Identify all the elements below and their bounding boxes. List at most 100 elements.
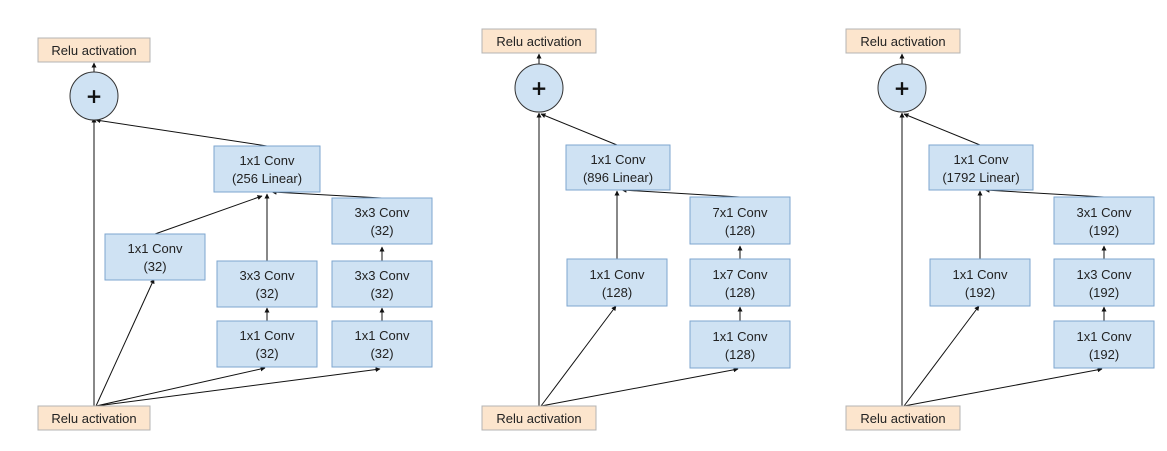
relu-box [845,405,961,431]
conv-box [565,144,671,191]
plus-symbol: + [86,84,103,108]
conv-box [331,197,433,245]
conv-label-line1: 1x1 Conv [128,241,183,256]
block-c-edges [899,53,1107,407]
relu-label: Relu activation [496,411,581,426]
relu-box [481,405,597,431]
relu-label: Relu activation [51,411,136,426]
relu-box [481,28,597,54]
conv-box [104,233,206,281]
conv-node-branch1: 1x1 Conv (192) [929,258,1031,307]
conv-node-branch2-top: 3x3 Conv (32) [216,260,318,308]
conv-label-line1: 1x1 Conv [590,267,645,282]
plus-symbol: + [894,76,911,100]
conv-label-line1: 3x1 Conv [1077,205,1132,220]
relu-activation-input: Relu activation [37,405,151,431]
edge [154,195,263,235]
relu-activation-output: Relu activation [481,28,597,54]
conv-label-line1: 1x1 Conv [953,267,1008,282]
edge [95,118,268,147]
conv-label-line2: (32) [370,286,393,301]
conv-node-branch3-top: 3x3 Conv (32) [331,197,433,245]
conv-box [216,320,318,368]
block-b: Relu activation + 1x1 Conv (896 Linear) … [481,28,791,431]
conv-label-line2: (192) [1089,285,1119,300]
relu-box [37,37,151,63]
sum-node: + [877,63,927,113]
conv-box [929,258,1031,307]
conv-label-line1: 1x1 Conv [713,329,768,344]
conv-label-line1: 1x1 Conv [954,152,1009,167]
edge [95,278,155,407]
relu-label: Relu activation [496,34,581,49]
edge [903,113,981,146]
conv-box [928,144,1034,191]
conv-node-branch2-bottom: 1x1 Conv (32) [216,320,318,368]
conv-box [566,258,668,307]
plus-circle [69,71,119,121]
sum-node: + [69,71,119,121]
edge [95,366,266,407]
conv-node-branch1: 1x1 Conv (128) [566,258,668,307]
conv-node-linear: 1x1 Conv (256 Linear) [213,145,321,193]
conv-label-line2: (1792 Linear) [942,170,1019,185]
relu-box [845,28,961,54]
conv-node-branch3-bottom: 1x1 Conv (32) [331,320,433,368]
conv-label-line1: 3x3 Conv [240,268,295,283]
conv-box [213,145,321,193]
edge [540,367,739,407]
edge [903,367,1103,407]
conv-label-line2: (192) [1089,347,1119,362]
conv-label-line2: (192) [965,285,995,300]
conv-label-line2: (32) [370,346,393,361]
conv-box [689,196,791,245]
conv-box [331,260,433,308]
conv-label-line2: (128) [725,223,755,238]
relu-activation-input: Relu activation [845,405,961,431]
plus-circle [877,63,927,113]
conv-label-line2: (128) [602,285,632,300]
conv-node-branch3-mid: 3x3 Conv (32) [331,260,433,308]
block-a: Relu activation + 1x1 Conv (256 Linear) … [37,37,433,431]
conv-box [1053,196,1155,245]
edge [621,187,741,198]
conv-label-line1: 3x3 Conv [355,205,410,220]
conv-label-line1: 1x3 Conv [1077,267,1132,282]
edge [271,189,383,199]
edge [984,187,1105,198]
sum-node: + [514,63,564,113]
conv-label-line1: 7x1 Conv [713,205,768,220]
conv-node-branch2-top: 3x1 Conv (192) [1053,196,1155,245]
edge [540,113,618,146]
conv-label-line1: 1x1 Conv [1077,329,1132,344]
relu-label: Relu activation [860,34,945,49]
conv-label-line2: (128) [725,285,755,300]
conv-label-line1: 1x1 Conv [240,328,295,343]
conv-node-branch2-bottom: 1x1 Conv (192) [1053,320,1155,369]
conv-label-line1: 3x3 Conv [355,268,410,283]
block-a-edges [91,62,385,407]
conv-label-line2: (32) [255,346,278,361]
relu-box [37,405,151,431]
conv-label-line2: (128) [725,347,755,362]
relu-label: Relu activation [860,411,945,426]
edge [540,305,617,407]
conv-box [1053,258,1155,307]
conv-label-line1: 1x1 Conv [240,153,295,168]
conv-node-branch1: 1x1 Conv (32) [104,233,206,281]
relu-activation-input: Relu activation [481,405,597,431]
edge [903,305,980,407]
conv-node-branch2-bottom: 1x1 Conv (128) [689,320,791,369]
conv-label-line2: (32) [255,286,278,301]
conv-node-branch2-mid: 1x7 Conv (128) [689,258,791,307]
plus-circle [514,63,564,113]
conv-label-line1: 1x1 Conv [591,152,646,167]
conv-label-line1: 1x1 Conv [355,328,410,343]
conv-box [331,320,433,368]
conv-node-linear: 1x1 Conv (896 Linear) [565,144,671,191]
conv-label-line2: (256 Linear) [232,171,302,186]
conv-node-linear: 1x1 Conv (1792 Linear) [928,144,1034,191]
block-b-edges [536,53,743,407]
conv-box [689,320,791,369]
